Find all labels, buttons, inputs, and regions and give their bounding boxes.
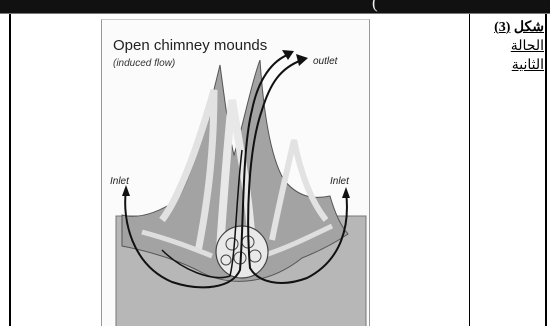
figure-caption: شكل (3) الحالة الثانية xyxy=(480,18,544,75)
figure-title: Open chimney mounds xyxy=(113,37,267,54)
inlet-left-label: Inlet xyxy=(110,176,129,187)
page-header-bar: ( xyxy=(0,0,550,13)
figure-subtitle: (induced flow) xyxy=(113,58,175,69)
mound-figure: Open chimney mounds (induced flow) outle… xyxy=(101,19,370,326)
outlet-label: outlet xyxy=(313,56,337,67)
table-cell-divider xyxy=(469,14,470,326)
caption-figure-number: (3) xyxy=(494,20,510,35)
inlet-right-label: Inlet xyxy=(330,176,349,187)
caption-figure-word: شكل xyxy=(514,20,544,35)
inlet-right-arrow-head xyxy=(342,187,350,198)
header-glyph: ( xyxy=(372,0,378,13)
outlet-arrow-head-2 xyxy=(296,54,308,66)
outlet-arrow-head xyxy=(282,50,294,60)
caption-label: الحالة الثانية xyxy=(511,39,544,73)
